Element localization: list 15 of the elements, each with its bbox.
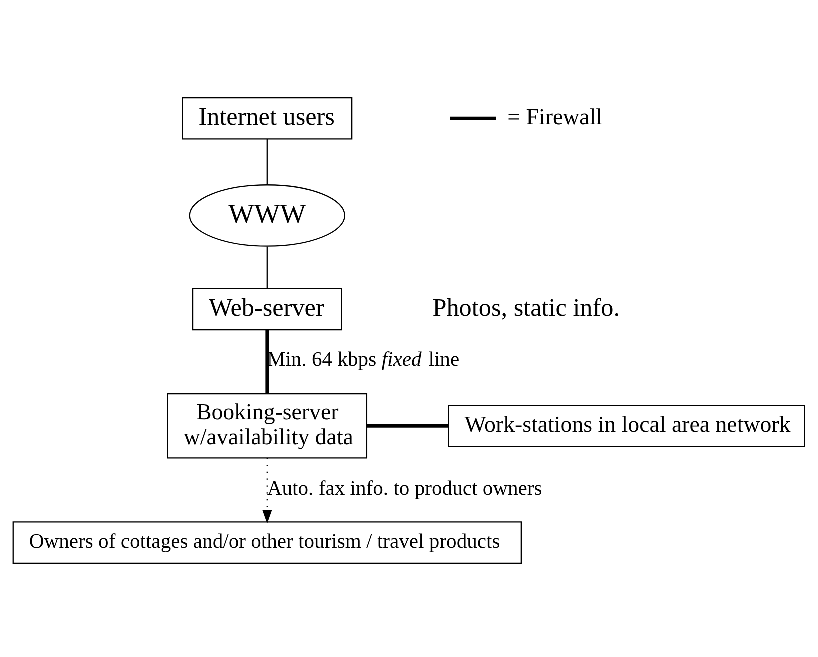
legend-label: = Firewall <box>508 104 603 129</box>
node-box: Web-server <box>192 288 342 330</box>
node-box: Work-stations in local area network <box>448 404 806 447</box>
edge-label: Min. 64 kbps fixed line <box>267 348 460 370</box>
connector <box>266 330 270 394</box>
connector <box>367 424 449 428</box>
node-label: Photos, static info. <box>432 294 620 322</box>
connector <box>266 246 268 288</box>
connector <box>266 138 268 184</box>
node-ellipse: WWW <box>189 184 346 246</box>
arrow <box>262 458 272 524</box>
node-box: Owners of cottages and/or other tourism / travel products <box>12 521 522 564</box>
edge-label: Auto. fax info. to product owners <box>267 478 542 500</box>
node-box: Internet users <box>182 96 353 140</box>
node-box: Booking-server w/availability data <box>167 393 368 458</box>
